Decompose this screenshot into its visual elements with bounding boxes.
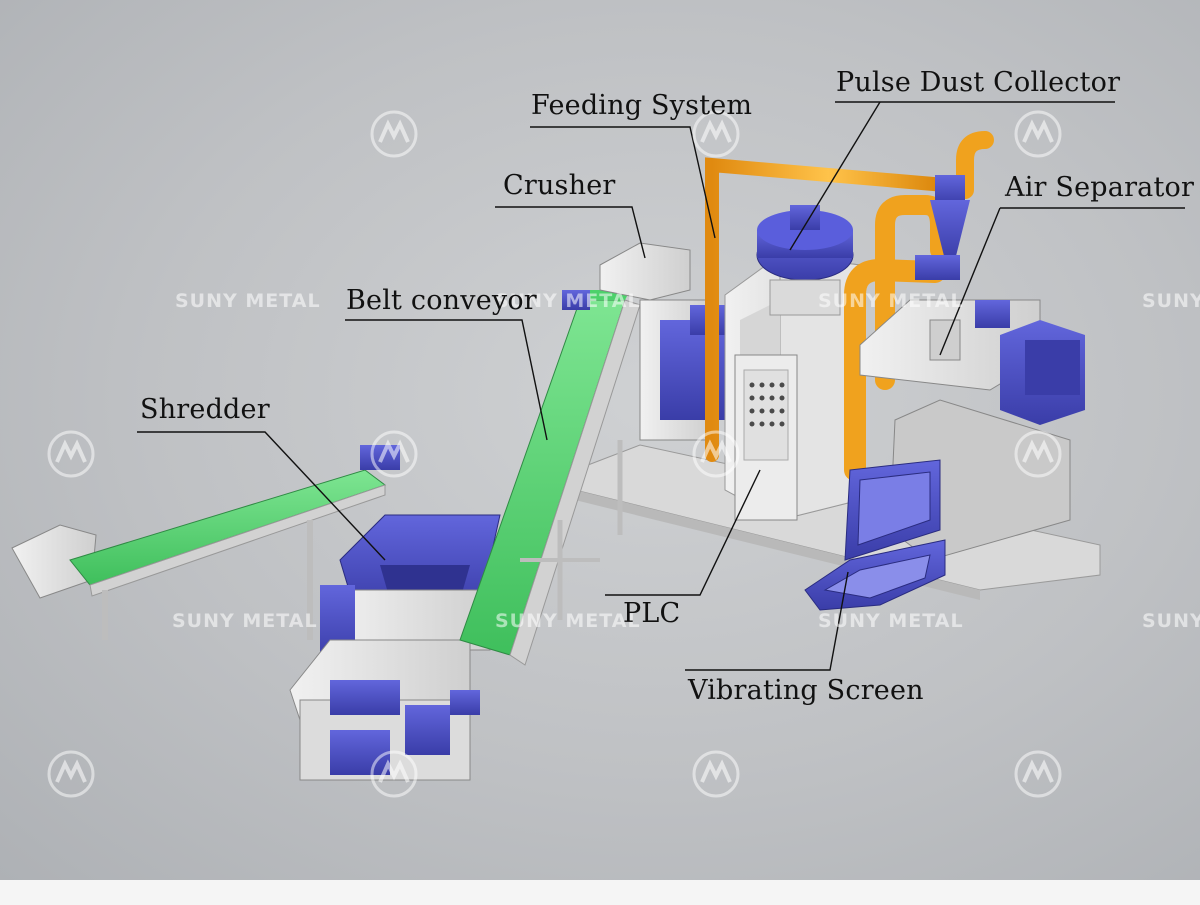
label-crusher: Crusher	[503, 170, 616, 201]
watermark-logo-icon	[1014, 750, 1062, 798]
label-plc: PLC	[623, 598, 681, 629]
label-vibrating-screen: Vibrating Screen	[688, 675, 924, 706]
watermark-text: SUNY METAL	[818, 610, 964, 632]
watermark-text: SUNY	[1142, 290, 1200, 312]
leader-plc	[605, 469, 761, 596]
watermark-text: SUNY METAL	[175, 290, 321, 312]
watermark-logo-icon	[370, 110, 418, 158]
leader-lines	[137, 101, 1185, 671]
leader-shredder	[137, 431, 386, 561]
leader-crusher	[495, 206, 646, 259]
watermark-logo-icon	[47, 750, 95, 798]
vibrating-screen-unit	[804, 320, 1085, 611]
pulse-dust-collector-unit	[756, 205, 854, 316]
air-separator-unit	[859, 175, 1041, 391]
leader-belt-conveyor	[345, 319, 548, 441]
label-pulse-dust-collector: Pulse Dust Collector	[836, 67, 1121, 98]
label-air-separator: Air Separator	[1005, 172, 1195, 203]
watermark-text: SUNY METAL	[495, 290, 641, 312]
watermark-text: SUNY	[1142, 610, 1200, 632]
leader-feeding-system	[530, 126, 716, 239]
label-belt-conveyor: Belt conveyor	[346, 285, 537, 316]
diagram-canvas: SUNY METAL SUNY METAL SUNY SUNY METAL SU…	[0, 0, 1200, 880]
watermark-logo-icon	[370, 430, 418, 478]
watermark-logo-icon	[692, 110, 740, 158]
watermark-text: SUNY METAL	[495, 610, 641, 632]
shredder-unit	[289, 514, 501, 781]
feed-conveyor	[11, 445, 400, 640]
machine-illustration	[11, 101, 1185, 781]
watermark-logo-icon	[1014, 430, 1062, 478]
watermark-logo-icon	[692, 430, 740, 478]
watermark-logo-icon	[370, 750, 418, 798]
plc-cabinet	[734, 354, 798, 521]
label-shredder: Shredder	[140, 394, 270, 425]
watermark-logo-icon	[692, 750, 740, 798]
watermark-logo-icon	[47, 430, 95, 478]
watermark-text: SUNY METAL	[172, 610, 318, 632]
leader-vibrating-screen	[685, 571, 849, 671]
bottom-margin	[0, 880, 1200, 905]
main-belt-conveyor	[459, 290, 641, 666]
label-feeding-system: Feeding System	[531, 90, 753, 121]
watermark-logo-icon	[1014, 110, 1062, 158]
watermark-text: SUNY METAL	[818, 290, 964, 312]
